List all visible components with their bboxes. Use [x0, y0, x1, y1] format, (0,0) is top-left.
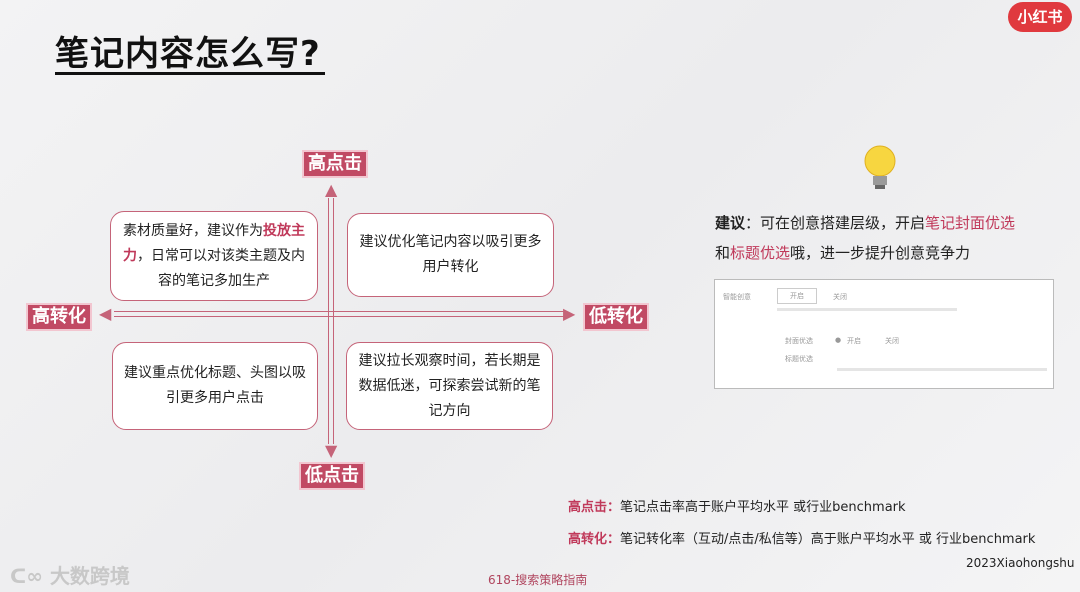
- definitions: 高点击：笔记点击率高于账户平均水平 或行业benchmark 高转化：笔记转化率…: [568, 492, 1035, 556]
- arrow-up-icon: ▲: [325, 180, 338, 199]
- axis-label-low-conversion: 低转化: [583, 303, 649, 331]
- conversion-axis: [114, 311, 564, 317]
- quadrant-text: 建议重点优化标题、头图以吸引更多用户点击: [124, 365, 306, 406]
- radio-selected-icon: ●: [835, 336, 842, 344]
- watermark: ᑕ∞ 大数跨境: [10, 560, 130, 589]
- page-title: 笔记内容怎么写?: [55, 34, 321, 74]
- watermark-text: 大数跨境: [49, 564, 130, 588]
- definition-key: 高点击: [568, 500, 608, 515]
- quadrant-text: 素材质量好，建议作为: [123, 222, 263, 239]
- advice-highlight: 笔记封面优选: [925, 214, 1016, 232]
- setting-label: 标题优选: [785, 355, 813, 363]
- quadrant-highlight: 投放主力: [123, 222, 305, 264]
- quadrant-text: 建议优化笔记内容以吸引更多用户转化: [359, 234, 542, 275]
- arrow-left-icon: ◀: [99, 304, 112, 323]
- advice-label: 建议: [715, 214, 746, 232]
- arrow-right-icon: ▶: [563, 304, 576, 323]
- advice-highlight: 标题优选: [730, 244, 791, 262]
- quadrant-bottom-right: 建议拉长观察时间，若长期是数据低迷，可探索尝试新的笔记方向: [346, 342, 553, 430]
- axis-label-low-click: 低点击: [299, 462, 365, 490]
- on-option: 开启: [847, 337, 861, 345]
- advice-part: 和: [715, 244, 731, 262]
- hint-text: [837, 368, 1047, 371]
- on-option: 开启: [777, 288, 817, 304]
- xiaohongshu-logo: 小红书: [1008, 2, 1072, 32]
- hint-text: [777, 308, 957, 311]
- quadrant-top-right: 建议优化笔记内容以吸引更多用户转化: [347, 213, 554, 297]
- definition-text: 笔记点击率高于账户平均水平 或行业benchmark: [620, 500, 906, 515]
- advice-part: 哦，进一步提升创意竞争力: [790, 244, 971, 262]
- settings-screenshot: 智能创意 开启 关闭 封面优选 ● 开启 关闭 标题优选: [714, 279, 1054, 389]
- definition-row: 高点击：笔记点击率高于账户平均水平 或行业benchmark: [568, 500, 906, 515]
- definition-row: 高转化：笔记转化率（互动/点击/私信等）高于账户平均水平 或 行业benchma…: [568, 532, 1036, 547]
- quadrant-bottom-left: 建议重点优化标题、头图以吸引更多用户点击: [112, 342, 318, 430]
- axis-label-high-conversion: 高转化: [26, 303, 92, 331]
- definition-key: 高转化: [568, 532, 608, 547]
- footer: 618-搜索策略指南: [488, 573, 588, 587]
- arrow-down-icon: ▼: [325, 441, 338, 460]
- axis-label-high-click: 高点击: [302, 150, 368, 178]
- click-axis: [328, 198, 334, 444]
- quadrant-text: ，日常可以对该类主题及内容的笔记多加生产: [137, 247, 305, 289]
- definition-text: 笔记转化率（互动/点击/私信等）高于账户平均水平 或 行业benchmark: [620, 532, 1036, 547]
- quadrant-text: 建议拉长观察时间，若长期是数据低迷，可探索尝试新的笔记方向: [358, 352, 541, 419]
- advice-part: ：可在创意搭建层级，开启: [745, 214, 926, 232]
- quadrant-top-left: 素材质量好，建议作为投放主力，日常可以对该类主题及内容的笔记多加生产: [110, 211, 318, 301]
- title-underline: [55, 72, 325, 75]
- lightbulb-icon: [862, 144, 898, 196]
- setting-label: 智能创意: [723, 293, 751, 301]
- credit: 2023Xiaohongshu: [966, 556, 1075, 570]
- setting-label: 封面优选: [785, 337, 813, 345]
- off-option: 关闭: [833, 293, 847, 301]
- watermark-logo-icon: ᑕ∞: [10, 564, 50, 588]
- off-option: 关闭: [885, 337, 899, 345]
- advice-text: 建议：可在创意搭建层级，开启笔记封面优选 和标题优选哦，进一步提升创意竞争力: [715, 208, 1015, 268]
